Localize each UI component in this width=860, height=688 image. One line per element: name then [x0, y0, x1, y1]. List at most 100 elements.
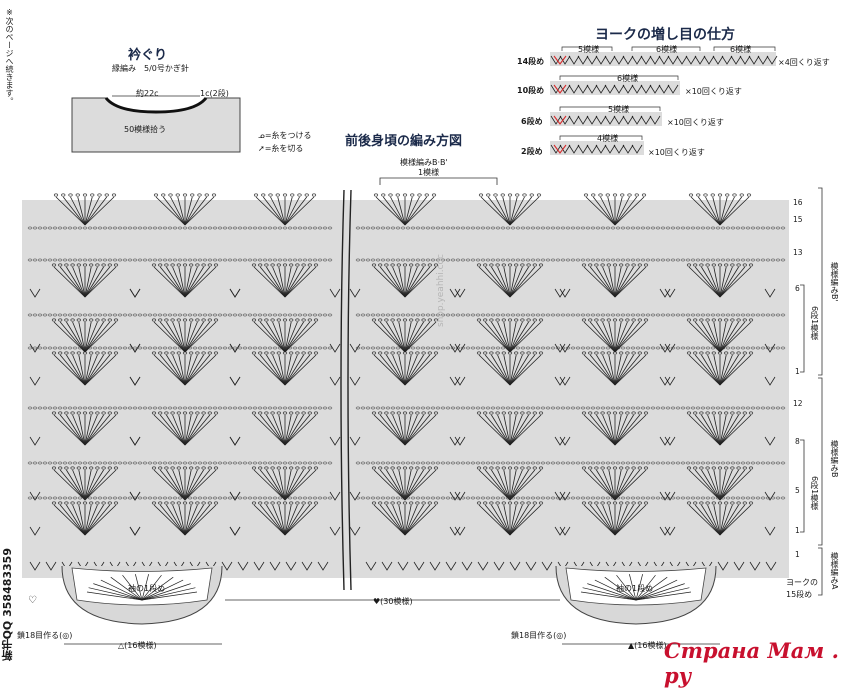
chain-stitch [410, 461, 416, 465]
chain-loop [289, 411, 294, 415]
fan-stitch [84, 504, 98, 536]
fan-stitch [398, 504, 406, 536]
fan-stitch [159, 414, 186, 446]
chain-loop [730, 318, 735, 322]
fan-stitch [184, 414, 192, 446]
fan-stitch [84, 196, 115, 226]
chain-stitch [112, 258, 118, 262]
chain-stitch [227, 313, 233, 317]
chain-loop [378, 411, 383, 415]
fan-stitch [184, 266, 204, 298]
fan-stitch [379, 321, 406, 353]
chain-stitch [327, 346, 333, 350]
fan-stitch [404, 469, 424, 501]
chain-stitch [317, 258, 323, 262]
v-left-1-1 [129, 343, 141, 353]
chain-loop [717, 263, 723, 267]
chain-loop [402, 351, 408, 355]
chain-stitch [162, 461, 168, 465]
chain-stitch [297, 496, 303, 500]
chain-loop [600, 351, 605, 355]
chain-stitch [107, 313, 113, 317]
chain-stitch [167, 346, 173, 350]
yoke-row-14-group-1: 5模様 [578, 45, 600, 54]
fan-stitch [614, 469, 647, 501]
chain-stitch [750, 346, 756, 350]
site-watermark: shop.yeahhi.coc [436, 254, 446, 328]
chain-stitch [312, 226, 318, 230]
chain-stitch [252, 313, 258, 317]
chain-stitch [177, 226, 183, 230]
fan-stitch [153, 504, 186, 536]
chain-loop [390, 501, 395, 505]
chain-stitch [395, 496, 401, 500]
chain-stitch [540, 461, 546, 465]
chain-loop [699, 466, 704, 470]
chain-stitch [232, 226, 238, 230]
chain-stitch [375, 226, 381, 230]
chain-stitch [760, 461, 766, 465]
chain-stitch [287, 346, 293, 350]
chain-stitch [400, 346, 406, 350]
bottom-v-499 [493, 561, 505, 571]
chain-stitch [162, 346, 168, 350]
fan-stitch [404, 414, 424, 446]
chain-loop [625, 466, 630, 470]
fan-stitch [379, 266, 406, 298]
chain-row-0-right [355, 258, 786, 262]
fan-stitch [583, 414, 616, 446]
chain-stitch [510, 406, 516, 410]
fan-stitch [284, 354, 292, 386]
chain-stitch [650, 258, 656, 262]
chain-loop [711, 318, 716, 322]
chain-loop [213, 318, 219, 322]
chain-stitch [710, 346, 716, 350]
chain-stitch [152, 461, 158, 465]
chain-stitch [700, 258, 706, 262]
chain-loop [290, 193, 295, 197]
chain-stitch [62, 346, 68, 350]
chain-stitch [370, 346, 376, 350]
fan-stitch [272, 266, 286, 298]
chain-loop [164, 318, 169, 322]
chain-stitch [400, 226, 406, 230]
chain-stitch [242, 496, 248, 500]
yoke-bracket-0-0 [561, 46, 613, 51]
chain-stitch [615, 258, 621, 262]
chain-stitch [575, 406, 581, 410]
chain-stitch [202, 496, 208, 500]
chain-stitch [635, 226, 641, 230]
chain-stitch [82, 258, 88, 262]
chain-stitch [745, 406, 751, 410]
bottom-v-403 [397, 561, 409, 571]
chain-stitch [780, 461, 786, 465]
chain-stitch [590, 496, 596, 500]
chain-loop [711, 466, 716, 470]
chain-loop [207, 411, 212, 415]
chain-stitch [82, 226, 88, 230]
chain-loop [514, 351, 519, 355]
chain-stitch [142, 406, 148, 410]
chain-loop [82, 466, 88, 470]
chain-loop [390, 466, 395, 470]
chain-loop [631, 318, 636, 322]
chain-stitch [107, 461, 113, 465]
fan-stitch [509, 469, 523, 501]
chain-stitch [287, 461, 293, 465]
chain-loop [421, 411, 426, 415]
chain-loop [64, 501, 69, 505]
fan-stitch [84, 414, 104, 446]
chain-stitch [650, 406, 656, 410]
v-left-3-3 [349, 436, 361, 446]
v-left-4-5 [559, 491, 571, 501]
chain-loop [600, 318, 605, 322]
fan-stitch [55, 196, 86, 226]
chain-stitch [520, 346, 526, 350]
chain-stitch [515, 226, 521, 230]
chain-stitch [42, 226, 48, 230]
chain-stitch [635, 406, 641, 410]
chain-loop [197, 193, 202, 197]
chain-loop [409, 263, 414, 267]
chain-stitch [72, 461, 78, 465]
fan-4-2 [251, 466, 319, 501]
